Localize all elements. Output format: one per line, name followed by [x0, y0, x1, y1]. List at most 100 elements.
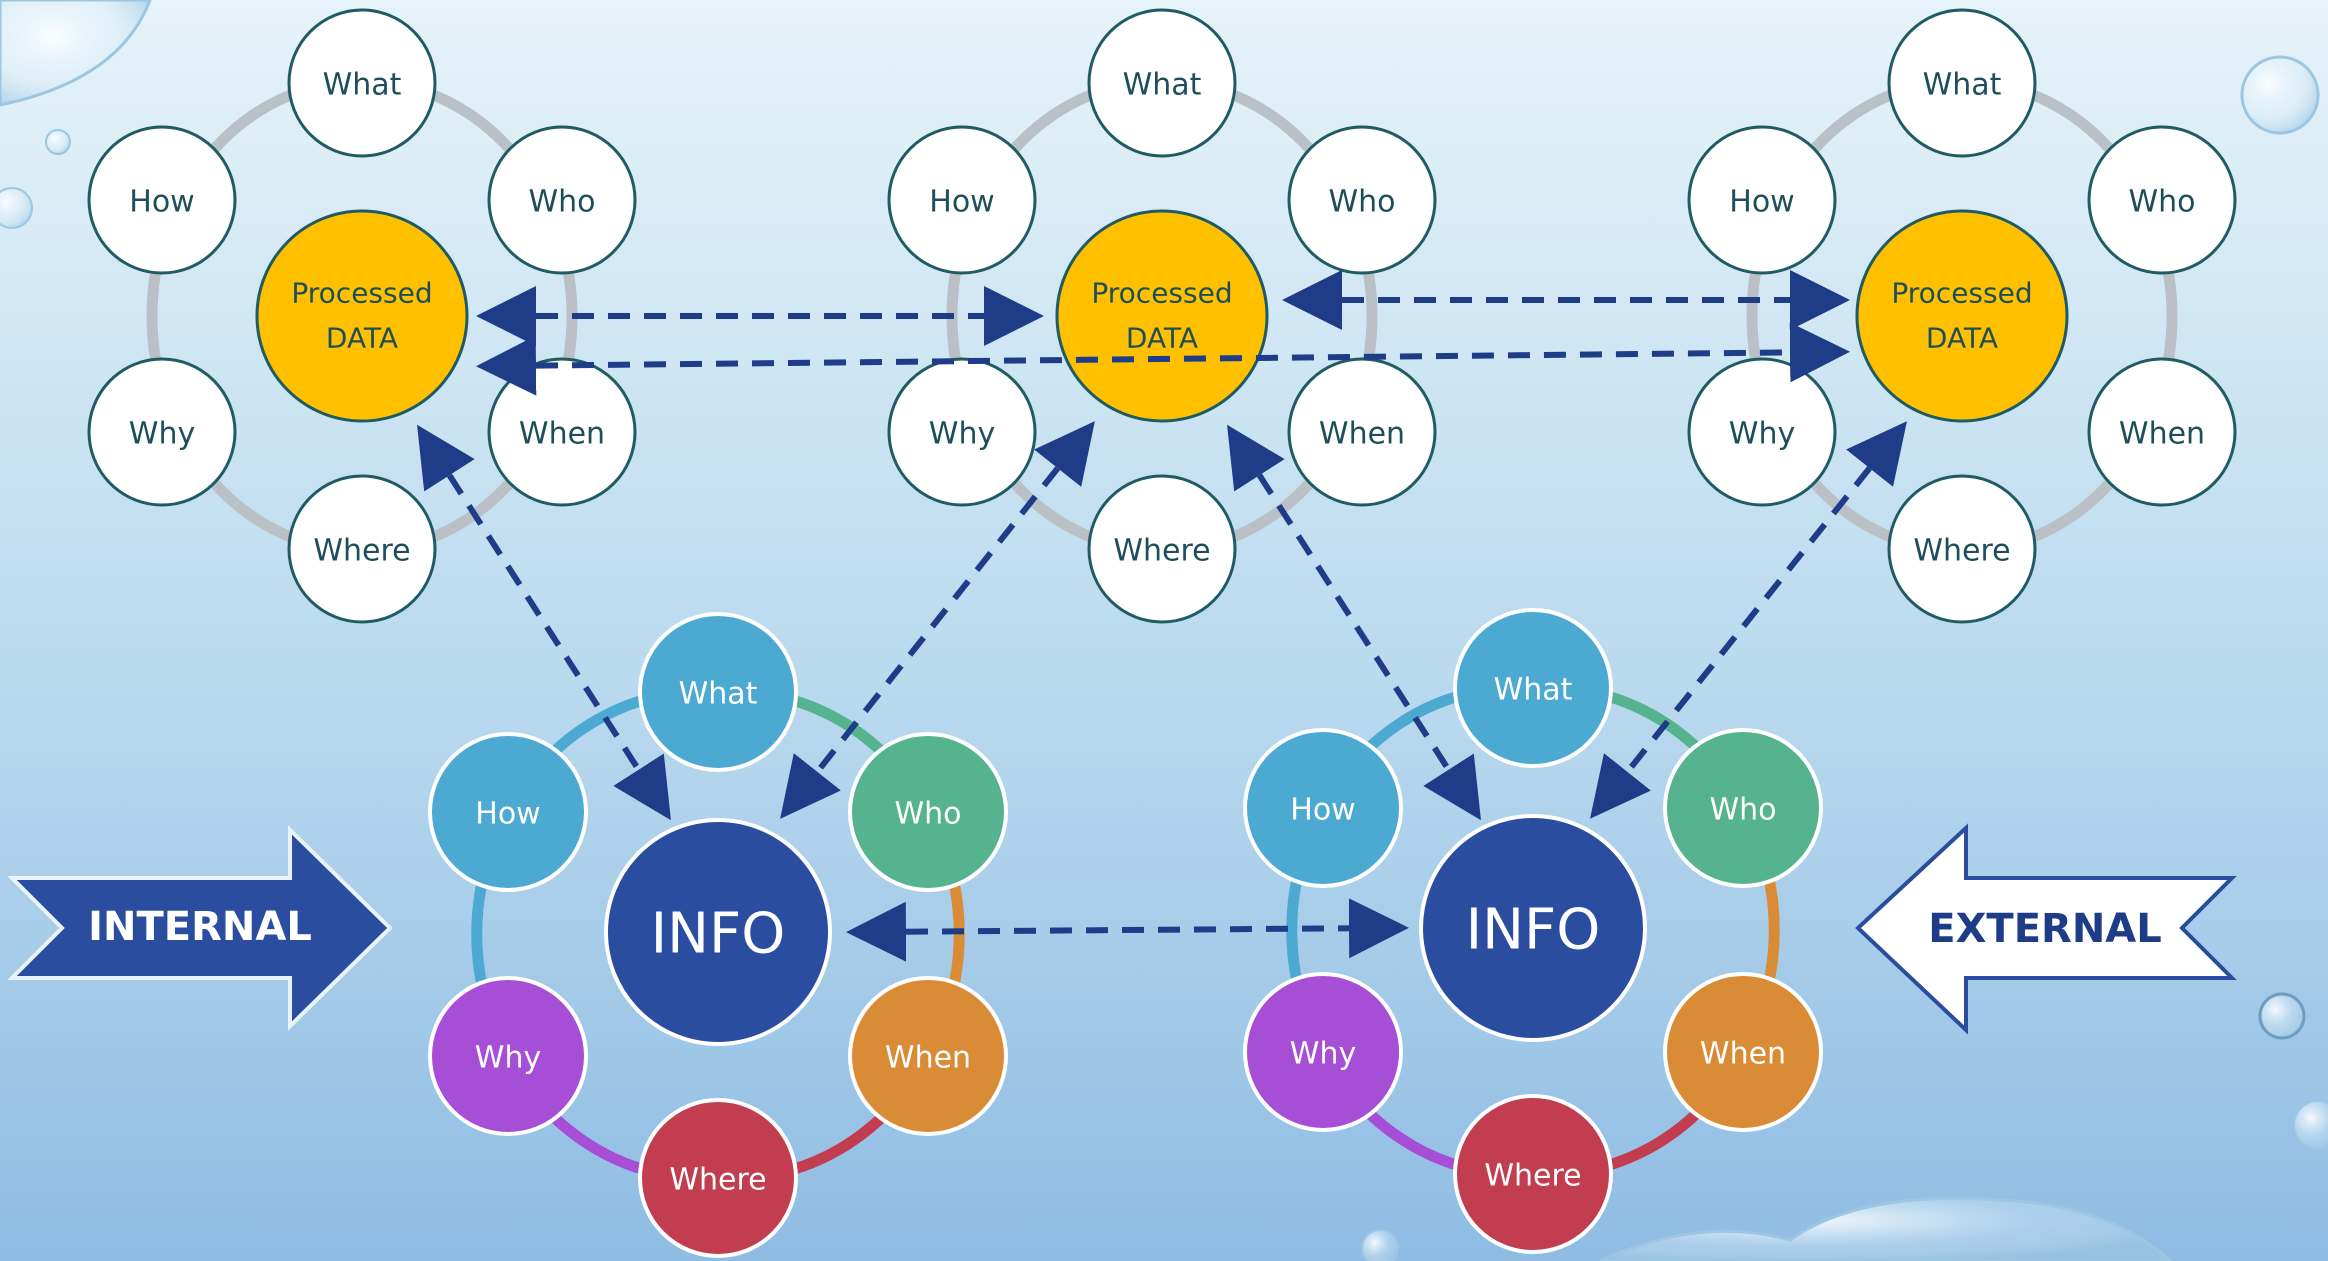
processed-node-label: Why [129, 417, 195, 452]
processed-node-circle [87, 357, 237, 507]
info-node-label: How [475, 797, 540, 832]
processed-node-label: When [1319, 417, 1405, 452]
processed-node-how: How [887, 125, 1037, 275]
info-node-circle [1453, 1094, 1613, 1254]
info-node-why: Why [1243, 972, 1403, 1132]
processed-node-when: When [487, 357, 637, 507]
processed-node-label: Where [313, 534, 410, 569]
info-node-label: Where [1484, 1159, 1581, 1194]
processed-node-how: How [87, 125, 237, 275]
processed-node-circle [287, 8, 437, 158]
processed-node-label: What [1923, 68, 2002, 103]
info-node-label: What [1494, 673, 1573, 708]
processed-node-circle [887, 125, 1037, 275]
processed-node-where: Where [1887, 474, 2037, 624]
processed-node-label: Who [528, 185, 595, 220]
processed-node-how: How [1687, 125, 1837, 275]
processed-center-line1: Processed [291, 277, 432, 310]
processed-node-circle [87, 125, 237, 275]
arrow-proc1-proc3 [476, 322, 1850, 396]
info-node-why: Why [428, 976, 588, 1136]
processed-node-who: Who [1287, 125, 1437, 275]
info-node-who: Who [848, 732, 1008, 892]
info-node-where: Where [638, 1098, 798, 1258]
info-center-circle [1419, 814, 1647, 1042]
processed-node-what: What [287, 8, 437, 158]
processed-node-where: Where [287, 474, 437, 624]
info-node-label: Why [1290, 1037, 1356, 1072]
info-node-label: How [1290, 793, 1355, 828]
info-node-label: Where [669, 1163, 766, 1198]
info-node-who: Who [1663, 728, 1823, 888]
arrow-proc2-info1 [780, 421, 1095, 819]
nodes-layer: WhatWhoWhenWhereWhyHowProcessedDATAWhatW… [87, 8, 2237, 1258]
processed-center-line2: DATA [326, 322, 398, 355]
internal-arrow-label: INTERNAL [88, 904, 312, 950]
processed-node-when: When [1287, 357, 1437, 507]
info-center: INFO [1419, 814, 1647, 1042]
info-node-circle [638, 1098, 798, 1258]
processed-node-label: Why [929, 417, 995, 452]
processed-node-label: Where [1113, 534, 1210, 569]
processed-node-who: Who [2087, 125, 2237, 275]
info-node-label: Who [1709, 793, 1776, 828]
processed-node-label: Who [1328, 185, 1395, 220]
droplet [0, 187, 33, 229]
info-center-label: INFO [1466, 898, 1601, 963]
info-node-how: How [1243, 728, 1403, 888]
info-node-what: What [638, 612, 798, 772]
processed-node-label: What [323, 68, 402, 103]
arrow-proc3-info2 [1590, 421, 1907, 819]
processed-node-why: Why [1687, 357, 1837, 507]
info-node-label: What [679, 677, 758, 712]
info-node-label: When [885, 1041, 971, 1076]
info-node-when: When [1663, 972, 1823, 1132]
info-node-label: Who [894, 797, 961, 832]
processed-node-label: Who [2128, 185, 2195, 220]
processed-center-circle [255, 209, 469, 423]
processed-node-circle [2087, 125, 2237, 275]
processed-node-what: What [1087, 8, 1237, 158]
external-arrow-shape [1855, 823, 2237, 1035]
info-node-where: Where [1453, 1094, 1613, 1254]
processed-node-circle [487, 125, 637, 275]
processed-center-line2: DATA [1926, 322, 1998, 355]
processed-node-why: Why [87, 357, 237, 507]
internal-arrow: INTERNAL [7, 825, 393, 1031]
arrow-info1-info2 [846, 898, 1409, 962]
processed-node-where: Where [1087, 474, 1237, 624]
processed-node-label: How [929, 185, 994, 220]
processed-node-label: How [129, 185, 194, 220]
info-node-label: Why [475, 1041, 541, 1076]
info-node-when: When [848, 976, 1008, 1136]
external-arrow-label: EXTERNAL [1928, 906, 2162, 952]
droplet [2258, 992, 2306, 1040]
processed-node-what: What [1887, 8, 2037, 158]
processed-node-circle [2087, 357, 2237, 507]
processed-center-circle [1055, 209, 1269, 423]
processed-node-why: Why [887, 357, 1037, 507]
droplet-corner [0, 0, 152, 107]
info-node-circle [1243, 972, 1403, 1132]
info-node-label: When [1700, 1037, 1786, 1072]
droplet [1361, 1229, 1399, 1261]
info-node-what: What [1453, 608, 1613, 768]
processed-node-label: When [519, 417, 605, 452]
droplet [2240, 55, 2320, 135]
droplet-bottom [1599, 1196, 2173, 1261]
processed-node-label: Why [1729, 417, 1795, 452]
droplet [45, 129, 71, 155]
info-node-circle [848, 976, 1008, 1136]
dashed-arrows [417, 270, 1907, 962]
processed-node-label: What [1123, 68, 1202, 103]
internal-arrow-shape [7, 825, 393, 1031]
info-node-circle [428, 976, 588, 1136]
external-arrow: EXTERNAL [1855, 823, 2237, 1035]
processed-node-label: When [2119, 417, 2205, 452]
